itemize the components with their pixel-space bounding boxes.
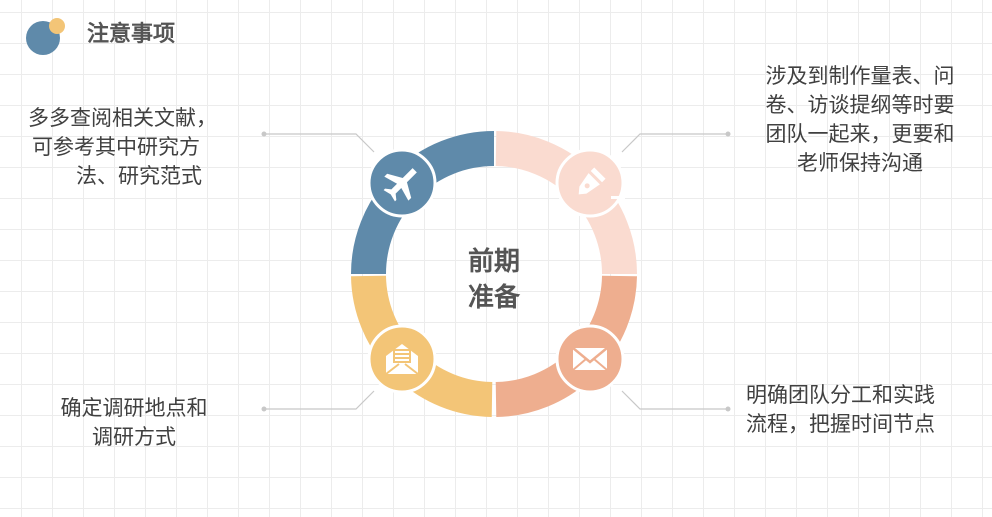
note-line: 团队一起来，更要和 xyxy=(765,122,955,146)
note-line: 可参考其中研究方 xyxy=(32,135,200,159)
note-line: 调研方式 xyxy=(92,425,176,449)
note-line: 卷、访谈提纲等时要 xyxy=(765,93,955,117)
connector-2 xyxy=(621,133,728,153)
note-bottom-left: 确定调研地点和 调研方式 xyxy=(44,394,224,452)
center-line: 前期 xyxy=(467,247,520,277)
note-line: 涉及到制作量表、问 xyxy=(765,64,955,88)
center-label: 前期 准备 xyxy=(444,244,544,316)
note-line: 流程，把握时间节点 xyxy=(746,412,935,436)
note-line: 法、研究范式 xyxy=(76,164,202,188)
center-line: 准备 xyxy=(467,283,520,313)
connector-4 xyxy=(264,390,375,410)
title-bullet-dot xyxy=(49,18,65,34)
connector-3 xyxy=(621,390,728,410)
page-title: 注意事项 xyxy=(87,22,176,47)
note-top-left: 多多查阅相关文献， 可参考其中研究方 法、研究范式 xyxy=(28,104,217,191)
note-top-right: 涉及到制作量表、问 卷、访谈提纲等时要 团队一起来，更要和 老师保持沟通 xyxy=(746,62,974,178)
note-line: 确定调研地点和 xyxy=(60,396,208,420)
note-bottom-right: 明确团队分工和实践 流程，把握时间节点 xyxy=(746,381,935,439)
note-line: 多多查阅相关文献， xyxy=(28,106,217,130)
note-line: 明确团队分工和实践 xyxy=(746,383,935,407)
note-line: 老师保持沟通 xyxy=(797,151,923,175)
connector-1 xyxy=(264,133,375,153)
